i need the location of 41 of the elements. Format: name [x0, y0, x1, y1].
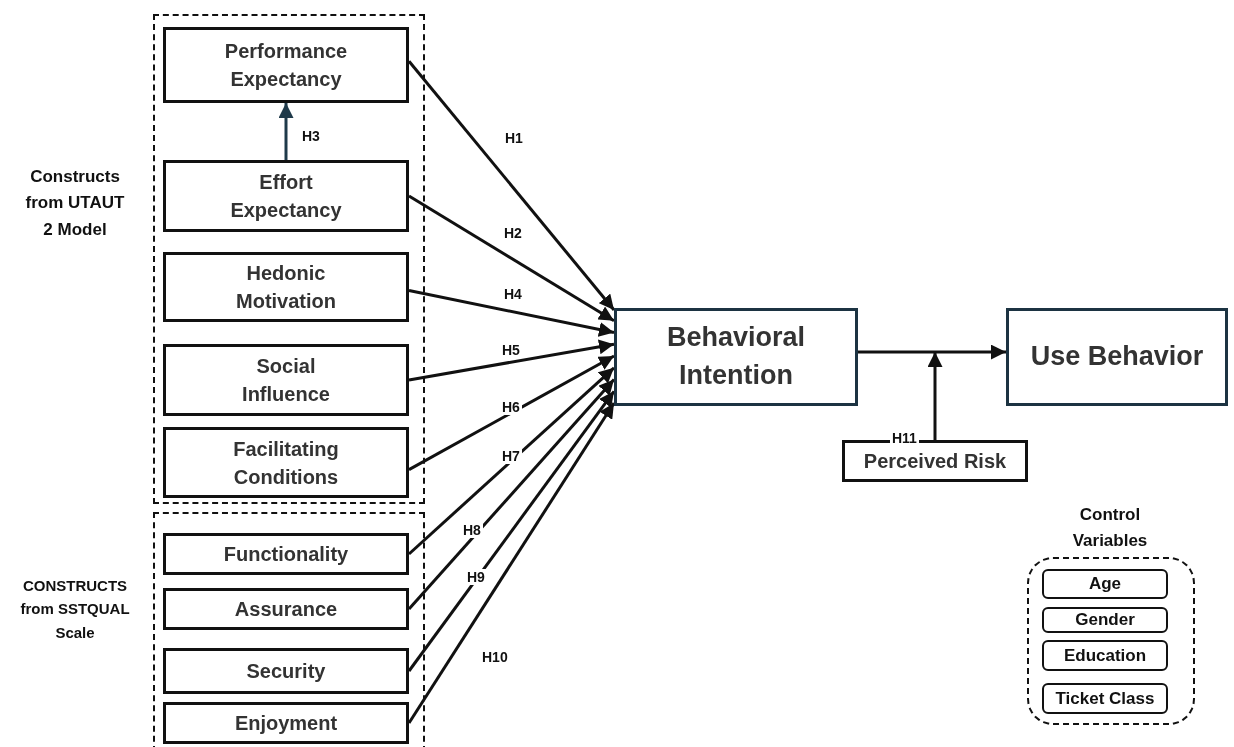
construct-box: Facilitating Conditions [163, 427, 409, 498]
construct-box: Assurance [163, 588, 409, 630]
arrow [407, 60, 616, 311]
edge-label: H4 [502, 286, 524, 302]
construct-box: Social Influence [163, 344, 409, 416]
construct-box: Ticket Class [1042, 683, 1168, 714]
arrow [407, 402, 616, 724]
construct-box: Enjoyment [163, 702, 409, 744]
arrow [408, 366, 615, 556]
edge-label: H7 [500, 448, 522, 464]
arrow [408, 339, 615, 382]
arrow [407, 378, 616, 610]
group-heading: Control Variables [1071, 504, 1149, 553]
group-heading: Constructs from UTAUT 2 Model [24, 166, 126, 241]
edge-label: H10 [480, 649, 510, 665]
edge-label: H1 [503, 130, 525, 146]
arrow [858, 344, 1006, 360]
arrow [408, 354, 615, 471]
edge-label: H2 [502, 225, 524, 241]
construct-box: Education [1042, 640, 1168, 671]
arrow [408, 194, 615, 323]
edge-label: H8 [461, 522, 483, 538]
edge-label: H3 [300, 128, 322, 144]
construct-box: Hedonic Motivation [163, 252, 409, 322]
arrow [927, 352, 943, 440]
construct-box: Age [1042, 569, 1168, 599]
construct-box: Behavioral Intention [614, 308, 858, 406]
edge-label: H9 [465, 569, 487, 585]
edge-label: H11 [890, 430, 919, 446]
construct-box: Security [163, 648, 409, 694]
arrow [408, 289, 615, 337]
group-heading: CONSTRUCTS from SSTQUAL Scale [20, 576, 130, 643]
construct-box: Effort Expectancy [163, 160, 409, 232]
construct-box: Use Behavior [1006, 308, 1228, 406]
construct-box: Functionality [163, 533, 409, 575]
arrow [407, 390, 616, 672]
arrow [278, 103, 294, 160]
edge-label: H6 [500, 399, 522, 415]
construct-box: Performance Expectancy [163, 27, 409, 103]
edge-label: H5 [500, 342, 522, 358]
construct-box: Gender [1042, 607, 1168, 633]
